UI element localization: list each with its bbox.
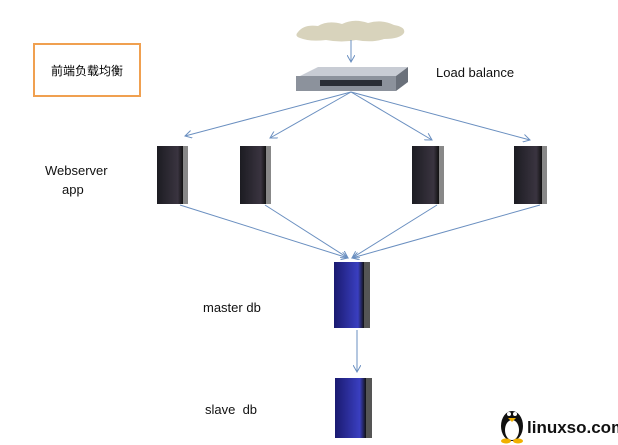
webserver-icon bbox=[514, 146, 547, 204]
logo-text: linuxso.com bbox=[527, 418, 618, 437]
connection-arrows bbox=[179, 40, 541, 372]
webserver-label: Webserver bbox=[45, 163, 108, 178]
frontend-box-label: 前端负载均衡 bbox=[50, 63, 123, 78]
internet-cloud-icon bbox=[296, 20, 405, 42]
app-label: app bbox=[62, 182, 84, 197]
switch-icon bbox=[296, 67, 408, 91]
slave-db-label: slave db bbox=[205, 402, 258, 417]
master-db-label: master db bbox=[203, 300, 261, 315]
tux-penguin-logo bbox=[501, 411, 523, 444]
webserver-icon bbox=[240, 146, 271, 204]
master-db-icon bbox=[334, 262, 370, 328]
slave-db-icon bbox=[335, 378, 372, 438]
frontend-load-balancing-box: 前端负载均衡 bbox=[33, 43, 141, 97]
load-balance-label: Load balance bbox=[436, 65, 515, 80]
webserver-icons bbox=[157, 146, 547, 204]
webserver-icon bbox=[157, 146, 188, 204]
webserver-icon bbox=[412, 146, 444, 204]
